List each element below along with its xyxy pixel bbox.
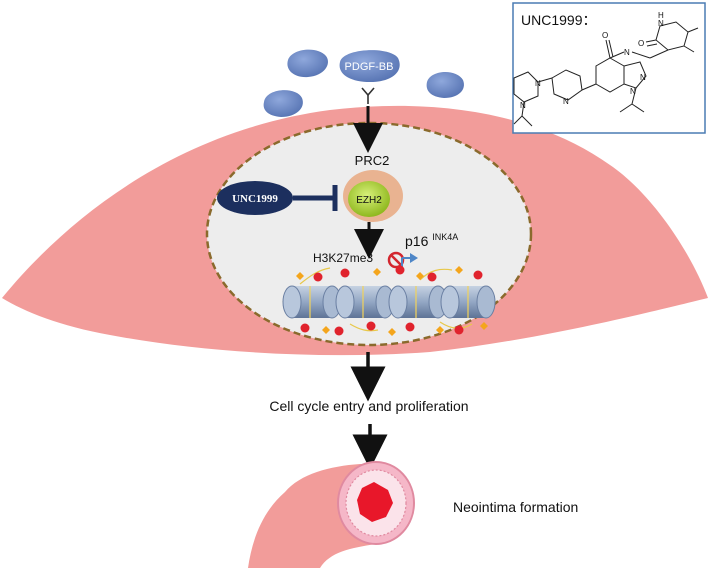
complex-label: PRC2	[355, 153, 390, 168]
ligand-blob	[287, 49, 328, 78]
acetyl-mark	[388, 328, 396, 336]
methyl-mark	[300, 323, 310, 333]
chemical-structure	[513, 21, 699, 127]
inhibitor-oval	[217, 181, 293, 215]
acetyl-mark	[322, 326, 330, 334]
gene-base: p16	[405, 233, 429, 249]
atom-label: N	[630, 87, 636, 96]
methyl-mark	[454, 325, 464, 335]
ligand-label: PDGF-BB	[345, 61, 394, 73]
gene-superscript: INK4A	[432, 232, 458, 242]
step2-label: Neointima formation	[453, 499, 578, 515]
vessel-lumen	[357, 482, 393, 522]
acetyl-mark	[436, 326, 444, 334]
atom-label: N	[640, 73, 646, 82]
inset-title: UNC1999：	[521, 12, 596, 28]
acetyl-mark	[373, 268, 381, 276]
atom-label: O	[638, 39, 644, 48]
atom-label: N	[520, 101, 526, 110]
atom-label: O	[602, 31, 608, 40]
gene-label: p16 INK4A	[405, 232, 458, 249]
structure-inset	[512, 2, 706, 134]
acetyl-mark	[480, 322, 488, 330]
histone-tail	[299, 267, 331, 285]
nucleosome	[282, 285, 342, 319]
methyl-mark	[405, 322, 415, 332]
atom-label: N	[658, 19, 664, 28]
histone-tail	[419, 268, 453, 281]
methyl-mark	[313, 272, 323, 282]
step1-label: Cell cycle entry and proliferation	[269, 398, 468, 414]
acetyl-mark	[455, 266, 463, 274]
methyl-mark	[334, 326, 344, 336]
enzyme-label: EZH2	[356, 195, 382, 206]
methyl-mark	[473, 270, 483, 280]
methyl-mark	[366, 321, 376, 331]
histone-tail	[349, 323, 379, 332]
vessel-illustration	[248, 461, 415, 568]
inhibition-bar	[293, 185, 338, 211]
atom-label: N	[535, 79, 541, 88]
histone-mark-label: H3K27me3	[313, 251, 373, 265]
methyl-mark	[395, 265, 405, 275]
atom-label: H	[658, 11, 664, 20]
atom-label: N	[624, 48, 630, 57]
ligand-blob	[426, 71, 464, 98]
ligand-pdgf-bb	[339, 50, 400, 82]
methyl-mark	[427, 272, 437, 282]
chromatin	[282, 265, 496, 336]
acetyl-mark	[296, 272, 304, 280]
receptor-icon	[361, 87, 375, 104]
atom-label: N	[563, 97, 569, 106]
nucleosome	[335, 285, 395, 319]
acetyl-mark	[416, 272, 424, 280]
methyl-mark	[340, 268, 350, 278]
ezh2-enzyme	[343, 170, 403, 222]
ligand-blob	[263, 90, 303, 117]
inhibitor-label: UNC1999	[232, 193, 278, 205]
nucleosome	[388, 285, 448, 319]
nucleosome	[440, 285, 496, 319]
